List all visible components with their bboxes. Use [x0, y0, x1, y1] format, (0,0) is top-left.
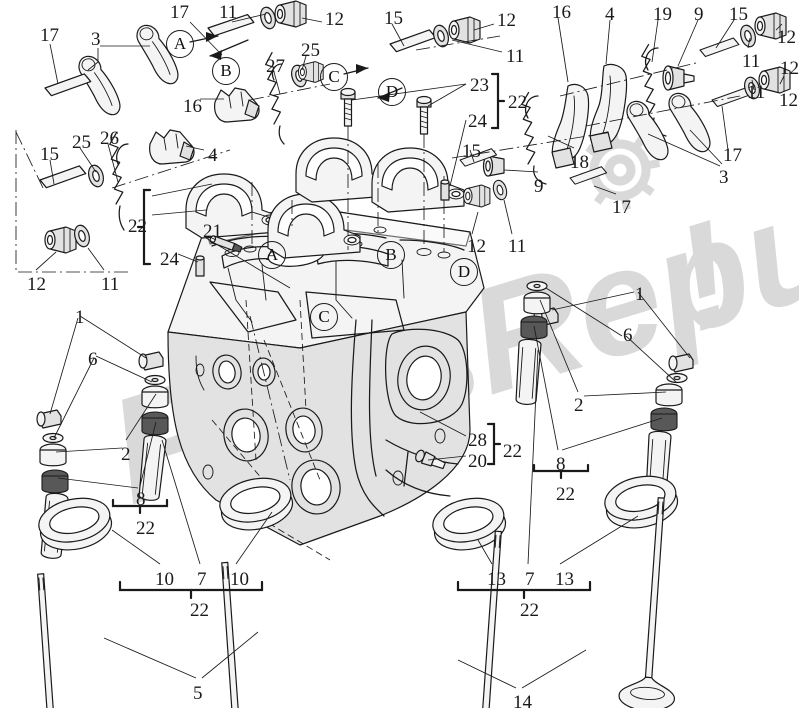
- section-callout-b[interactable]: B: [377, 241, 405, 269]
- part-number-15[interactable]: 15: [462, 141, 481, 162]
- part-number-22[interactable]: 22: [136, 518, 155, 539]
- part-number-25[interactable]: 25: [301, 40, 320, 61]
- cylinder-head-body: [167, 205, 485, 561]
- part-number-15[interactable]: 15: [40, 144, 59, 165]
- part-number-17[interactable]: 17: [723, 145, 742, 166]
- part-number-16[interactable]: 16: [552, 2, 571, 23]
- bolt-20: [415, 449, 446, 470]
- section-callout-d[interactable]: D: [450, 258, 478, 286]
- section-callout-b[interactable]: B: [212, 57, 240, 85]
- part-number-23[interactable]: 23: [470, 75, 489, 96]
- part-number-12[interactable]: 12: [779, 90, 798, 111]
- part-number-15[interactable]: 15: [729, 4, 748, 25]
- part-number-17[interactable]: 17: [40, 25, 59, 46]
- part-number-22[interactable]: 22: [556, 484, 575, 505]
- part-number-11[interactable]: 11: [506, 46, 525, 67]
- section-callout-c[interactable]: C: [310, 303, 338, 331]
- section-callout-d[interactable]: D: [378, 78, 406, 106]
- part-number-24[interactable]: 24: [468, 111, 487, 132]
- part-number-22[interactable]: 22: [503, 441, 522, 462]
- part-number-12[interactable]: 12: [497, 10, 516, 31]
- part-number-10[interactable]: 10: [230, 569, 249, 590]
- part-number-11[interactable]: 11: [747, 82, 766, 103]
- part-number-8[interactable]: 8: [556, 454, 566, 475]
- part-number-22[interactable]: 22: [190, 600, 209, 621]
- part-number-27[interactable]: 27: [266, 56, 285, 77]
- part-number-7[interactable]: 7: [525, 569, 535, 590]
- part-number-20[interactable]: 20: [468, 451, 487, 472]
- part-number-10[interactable]: 10: [155, 569, 174, 590]
- part-number-12[interactable]: 12: [780, 58, 799, 79]
- part-number-4[interactable]: 4: [605, 4, 615, 25]
- part-number-7[interactable]: 7: [197, 569, 207, 590]
- part-number-6[interactable]: 6: [623, 325, 633, 346]
- part-number-8[interactable]: 8: [136, 489, 146, 510]
- dowel-pins: [195, 179, 450, 277]
- part-number-24[interactable]: 24: [160, 249, 179, 270]
- part-number-28[interactable]: 28: [468, 430, 487, 451]
- section-callout-c[interactable]: C: [320, 63, 348, 91]
- part-number-9[interactable]: 9: [694, 4, 704, 25]
- part-number-13[interactable]: 13: [487, 569, 506, 590]
- part-number-22[interactable]: 22: [520, 600, 539, 621]
- part-number-11[interactable]: 11: [508, 236, 527, 257]
- part-number-2[interactable]: 2: [121, 444, 131, 465]
- part-number-1[interactable]: 1: [75, 307, 85, 328]
- part-number-11[interactable]: 11: [742, 51, 761, 72]
- part-number-17[interactable]: 17: [612, 197, 631, 218]
- part-number-26[interactable]: 26: [100, 128, 119, 149]
- brackets: [111, 72, 592, 600]
- part-number-19[interactable]: 19: [653, 4, 672, 25]
- part-number-22[interactable]: 22: [508, 92, 527, 113]
- part-number-1[interactable]: 1: [635, 284, 645, 305]
- part-number-25[interactable]: 25: [72, 132, 91, 153]
- part-number-4[interactable]: 4: [208, 145, 218, 166]
- left-mid-group: [38, 129, 195, 254]
- part-number-11[interactable]: 11: [101, 274, 120, 295]
- part-number-16[interactable]: 16: [183, 96, 202, 117]
- part-number-18[interactable]: 18: [570, 152, 589, 173]
- part-number-15[interactable]: 15: [384, 8, 403, 29]
- part-number-12[interactable]: 12: [27, 274, 46, 295]
- part-number-5[interactable]: 5: [193, 683, 203, 704]
- section-callout-a[interactable]: A: [166, 30, 194, 58]
- part-number-12[interactable]: 12: [325, 9, 344, 30]
- part-number-2[interactable]: 2: [574, 395, 584, 416]
- part-number-12[interactable]: 12: [467, 236, 486, 257]
- part-number-14[interactable]: 14: [513, 692, 532, 713]
- part-number-21[interactable]: 21: [203, 221, 222, 242]
- part-number-11[interactable]: 11: [219, 2, 238, 23]
- locating-pin-21: [209, 235, 243, 253]
- tappet-column-right: [515, 280, 694, 497]
- part-number-13[interactable]: 13: [555, 569, 574, 590]
- part-number-3[interactable]: 3: [91, 29, 101, 50]
- leader-lines: [15, 13, 785, 689]
- part-number-17[interactable]: 17: [170, 2, 189, 23]
- cam-cap-bolts: [251, 87, 445, 252]
- part-number-22[interactable]: 22: [128, 216, 147, 237]
- section-callout-a[interactable]: A: [258, 241, 286, 269]
- part-number-3[interactable]: 3: [719, 167, 729, 188]
- part-number-6[interactable]: 6: [88, 349, 98, 370]
- part-number-12[interactable]: 12: [777, 27, 796, 48]
- part-number-9[interactable]: 9: [534, 176, 544, 197]
